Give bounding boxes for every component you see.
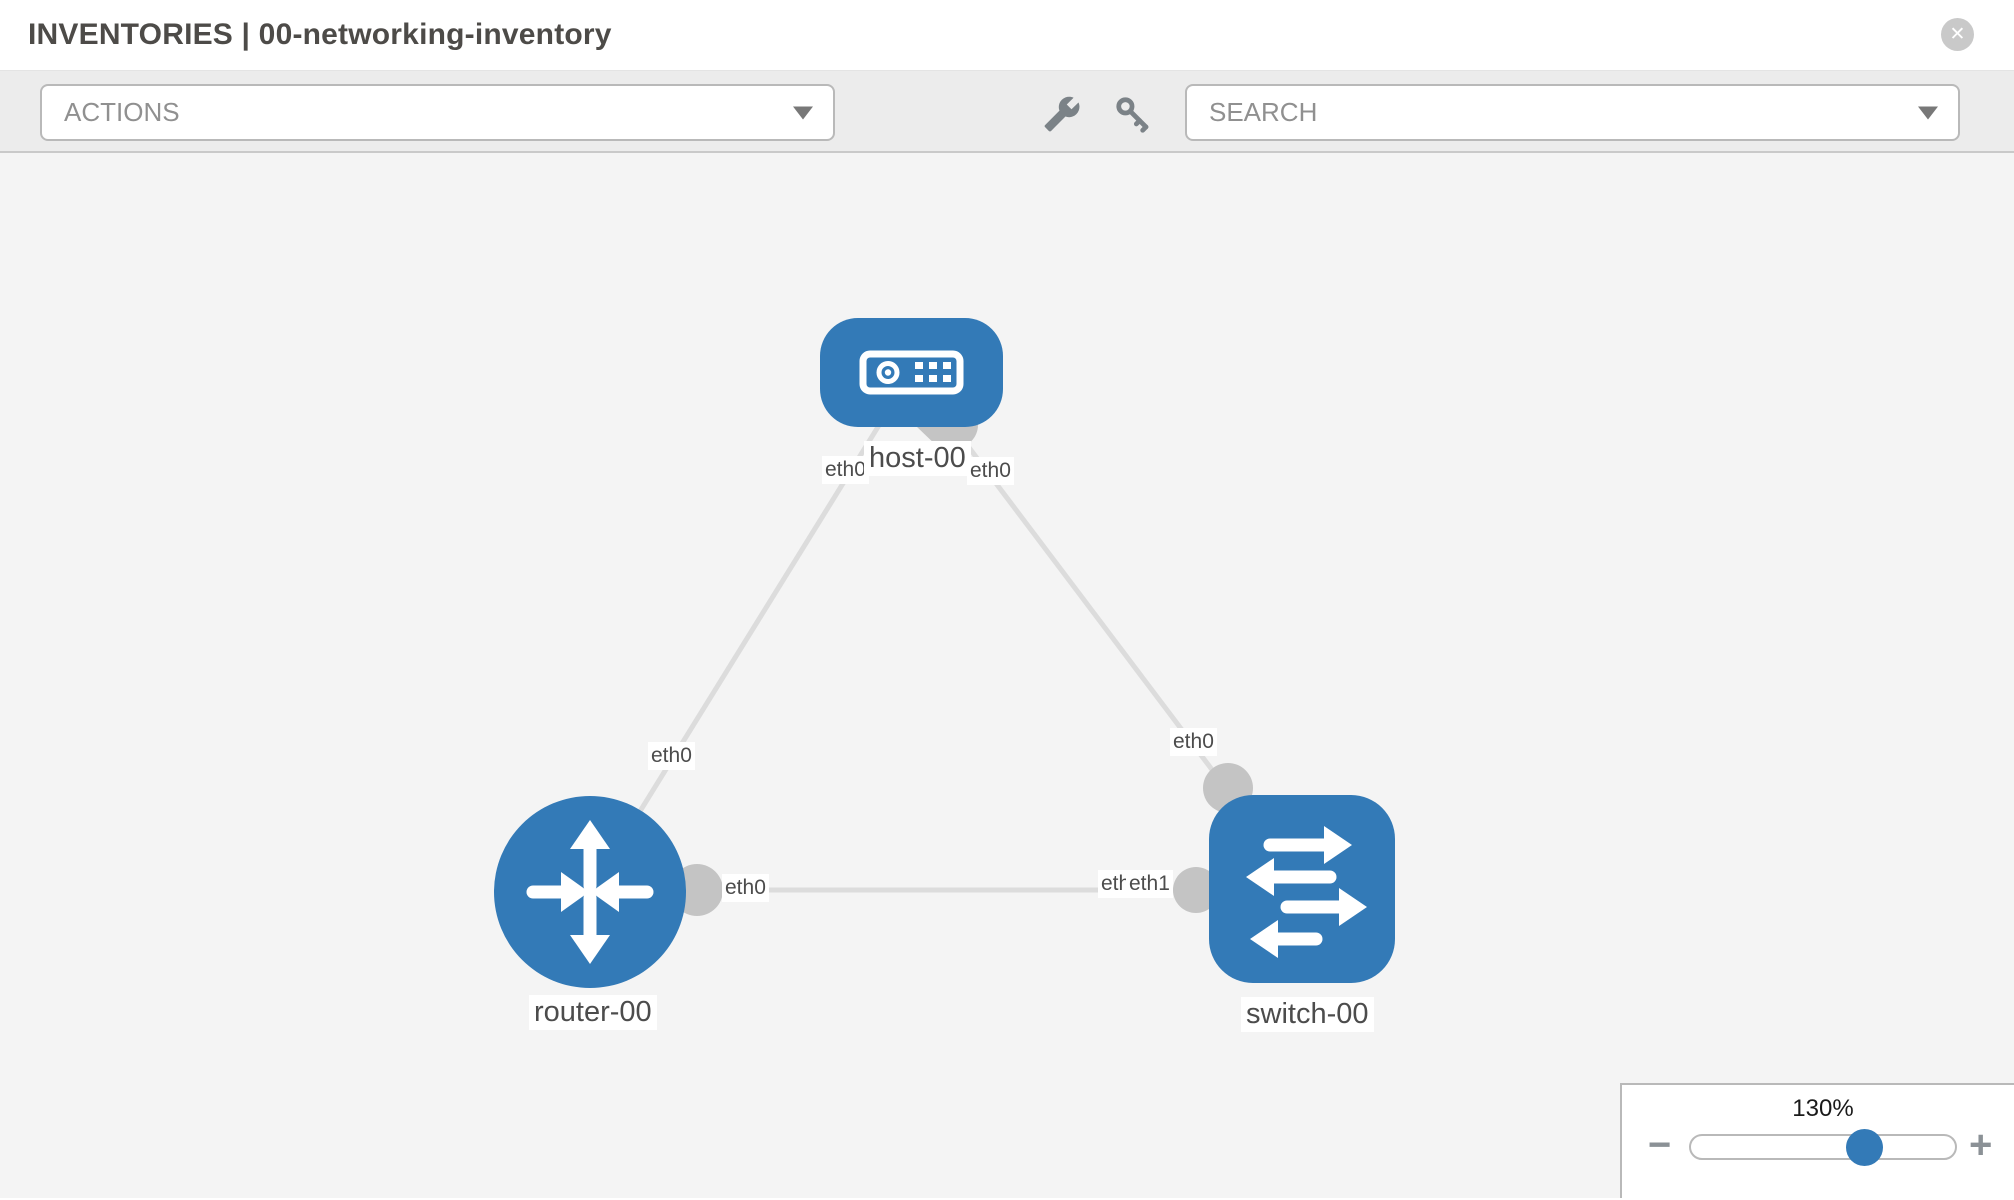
search-dropdown-label: SEARCH — [1209, 97, 1318, 127]
key-icon — [1116, 97, 1149, 133]
search-dropdown[interactable]: SEARCH — [1185, 84, 1960, 141]
topology-scene — [494, 318, 1395, 988]
interface-dot-switch-eth1[interactable] — [1173, 867, 1219, 913]
page-title: INVENTORIES | 00-networking-inventory — [28, 18, 612, 51]
node-router-00[interactable] — [494, 796, 686, 988]
node-switch-00[interactable] — [1209, 795, 1395, 983]
interface-label: eth0 — [648, 742, 695, 771]
actions-dropdown-label: ACTIONS — [64, 97, 180, 127]
interface-label: eth0 — [822, 456, 869, 485]
close-button[interactable]: ✕ — [1941, 18, 1974, 51]
interface-label: eth0 — [967, 457, 1014, 486]
node-label-host-00: host-00 — [864, 441, 971, 477]
interface-label-overlapped: eth0 — [1098, 870, 1126, 899]
close-icon: ✕ — [1949, 24, 1966, 45]
node-host-00[interactable] — [820, 318, 1003, 427]
header-bar: INVENTORIES | 00-networking-inventory ✕ — [0, 0, 2014, 71]
actions-dropdown[interactable]: ACTIONS — [40, 84, 835, 141]
interface-label: eth0 — [1170, 728, 1217, 757]
node-label-router-00: router-00 — [529, 995, 657, 1031]
interface-label: eth1 — [1126, 870, 1173, 899]
chevron-down-icon — [1918, 106, 1938, 119]
zoom-out-button[interactable]: − — [1648, 1123, 1672, 1167]
toolbar: ACTIONS SEARCH — [0, 71, 2014, 153]
wrench-icon — [1044, 96, 1080, 132]
credentials-button[interactable] — [1111, 92, 1155, 136]
router-icon — [526, 820, 654, 964]
interface-label: eth0 — [722, 874, 769, 903]
zoom-control-panel: 130% − + — [1620, 1083, 2014, 1198]
zoom-slider-track[interactable] — [1689, 1134, 1957, 1160]
chevron-down-icon — [793, 106, 813, 119]
topology-canvas[interactable]: eth0 host-00 eth0 eth0 eth0 eth0 eth0 et… — [0, 153, 2014, 1198]
zoom-in-button[interactable]: + — [1969, 1123, 1993, 1167]
zoom-level-value: 130% — [1792, 1095, 1854, 1122]
node-label-switch-00: switch-00 — [1241, 997, 1374, 1033]
zoom-slider-handle[interactable] — [1846, 1129, 1883, 1166]
configure-tools-button[interactable] — [1040, 92, 1084, 136]
switch-icon — [1246, 826, 1367, 958]
host-icon — [859, 350, 964, 395]
